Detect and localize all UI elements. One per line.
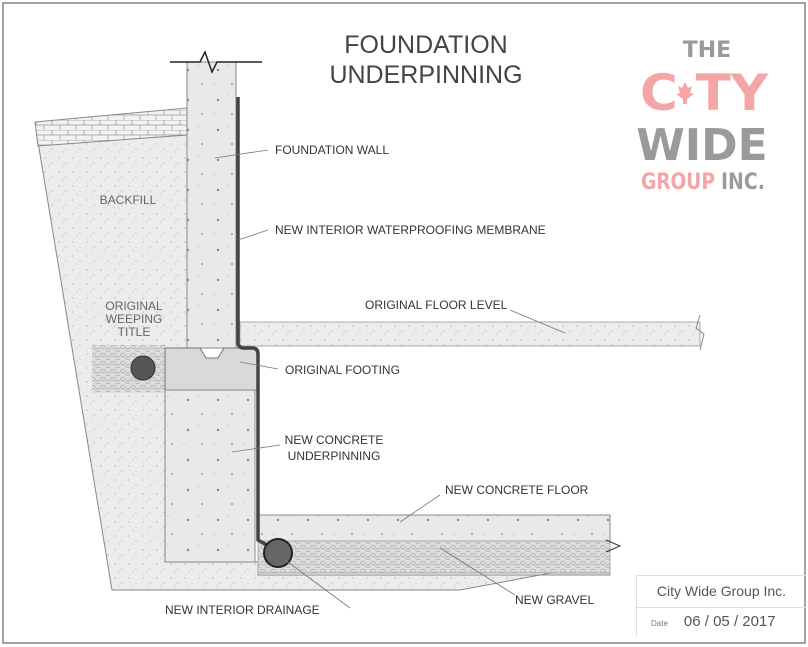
label-drainage: NEW INTERIOR DRAINAGE [165, 603, 320, 617]
label-weeping-1: ORIGINAL [105, 299, 163, 313]
title-block: City Wide Group Inc. Date 06 / 05 / 2017 [636, 575, 806, 636]
weeping-tile-pipe [130, 355, 156, 381]
label-footing: ORIGINAL FOOTING [285, 363, 400, 377]
logo-the: THE [683, 38, 731, 63]
title-block-company: City Wide Group Inc. [637, 576, 806, 608]
original-floor-slab [239, 321, 701, 347]
floor-break-line [605, 539, 622, 553]
label-weeping-2: WEEPING [106, 312, 163, 326]
new-underpinning [164, 389, 256, 563]
waterproofing-membrane [236, 97, 273, 550]
new-gravel [257, 540, 611, 574]
label-underpinning-2: UNDERPINNING [288, 449, 381, 463]
label-concrete-floor: NEW CONCRETE FLOOR [445, 483, 589, 497]
slab-break-line [695, 314, 705, 351]
title-block-date-label: Date [651, 619, 668, 628]
logo-city: C TY [640, 64, 769, 122]
label-underpinning-1: NEW CONCRETE [285, 433, 384, 447]
original-footing [164, 347, 258, 391]
title-block-date-row: Date 06 / 05 / 2017 [637, 608, 806, 636]
logo-inc: INC. [721, 170, 765, 195]
drain-pipe [263, 538, 293, 568]
title-line1: FOUNDATION [344, 31, 507, 59]
title-block-date: 06 / 05 / 2017 [683, 613, 776, 630]
label-gravel: NEW GRAVEL [515, 593, 594, 607]
label-weeping-3: TITLE [118, 325, 151, 339]
leader-lines [214, 149, 566, 609]
title-line2: UNDERPINNING [329, 61, 522, 89]
company-logo: THE C TY WIDE GROUP INC. [636, 38, 769, 195]
label-membrane: NEW INTERIOR WATERPROOFING MEMBRANE [275, 223, 546, 237]
logo-group: GROUP [641, 170, 715, 195]
label-backfill: BACKFILL [100, 193, 157, 207]
label-foundation-wall: FOUNDATION WALL [275, 143, 389, 157]
maple-leaf-icon [676, 82, 694, 104]
label-floor-level: ORIGINAL FLOOR LEVEL [365, 298, 508, 312]
foundation-wall [186, 61, 237, 349]
new-concrete-floor [257, 514, 611, 542]
break-line [170, 50, 262, 74]
logo-wide: WIDE [636, 120, 767, 171]
